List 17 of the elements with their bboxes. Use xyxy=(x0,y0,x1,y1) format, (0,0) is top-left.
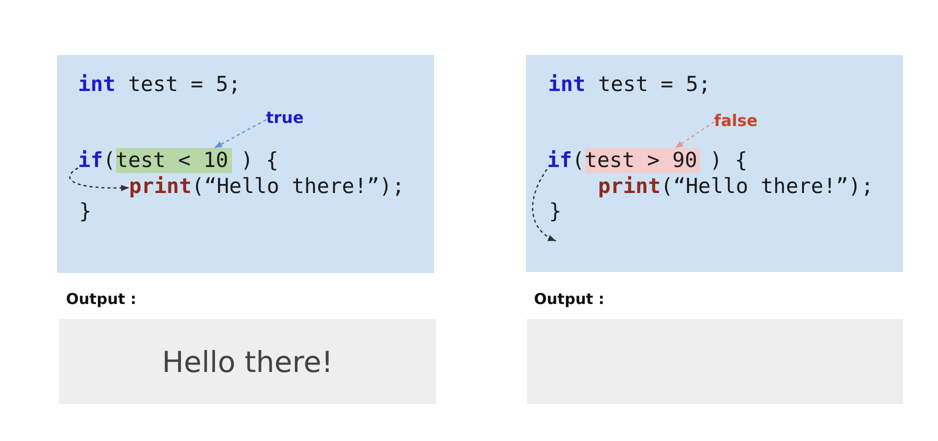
flow-arrow xyxy=(532,168,556,242)
flow-arrow xyxy=(69,167,130,192)
code-panel xyxy=(57,55,434,273)
code-line: } xyxy=(549,199,562,224)
output-label: Output : xyxy=(534,290,604,308)
annotation-label: false xyxy=(714,112,758,130)
code-line: print(“Hello there!”); xyxy=(129,174,404,199)
code-line: } xyxy=(79,199,92,224)
leader-line xyxy=(214,119,266,149)
code-panel xyxy=(526,55,903,272)
leader-line xyxy=(674,121,714,149)
code-line: int test = 5; xyxy=(548,72,711,97)
annotation-label: true xyxy=(266,109,304,127)
output-label: Output : xyxy=(66,290,136,308)
output-text: Hello there! xyxy=(162,344,334,378)
code-line: int test = 5; xyxy=(78,72,241,97)
code-line: print(“Hello there!”); xyxy=(598,174,874,199)
